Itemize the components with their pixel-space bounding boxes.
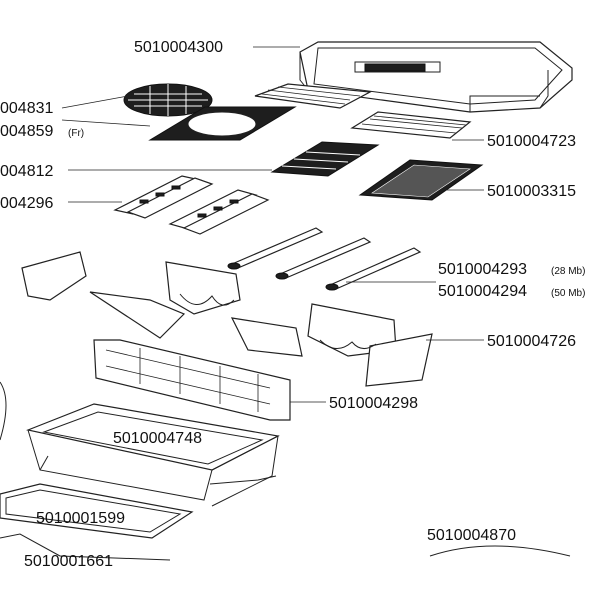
frame-part [25, 403, 280, 507]
flavorizer-bars-part [113, 175, 270, 235]
tray-part [0, 483, 194, 539]
callout-warming-rack: 5010004723 [487, 133, 576, 150]
callout-round-grate-alt: 004859 [0, 123, 53, 140]
side-cover-part [0, 381, 7, 441]
callout-frame: 5010004748 [113, 430, 202, 447]
ring-grate-part [148, 106, 297, 141]
callout-burner-50-note: (50 Mb) [551, 288, 585, 299]
griddle-part [358, 159, 484, 201]
callout-heat-shields: 5010004726 [487, 333, 576, 350]
burner-tubes-part [227, 227, 422, 291]
callout-flavorizer-bars: 004296 [0, 195, 53, 212]
callout-center-grate: 004812 [0, 163, 53, 180]
callout-cover-bottom: 5010004870 [427, 527, 516, 544]
bottom-tray-part [0, 533, 171, 561]
lid-part [299, 41, 573, 113]
callout-round-grate-alt-note: (Fr) [68, 128, 84, 139]
bottom-cover-part [429, 545, 571, 557]
callout-tray: 5010001599 [36, 510, 125, 527]
warming-rack-right [350, 111, 472, 139]
center-grate-part [270, 141, 380, 177]
callout-lid: 5010004300 [134, 39, 223, 56]
callout-burner-50: 5010004294 [438, 283, 527, 300]
warming-rack-left [254, 83, 373, 109]
callout-griddle: 5010003315 [487, 183, 576, 200]
heat-shields-part [21, 251, 433, 387]
round-grate-part [123, 83, 213, 117]
callout-cookbox: 5010004298 [329, 395, 418, 412]
callout-round-grate: 004831 [0, 100, 53, 117]
callout-burner-28-note: (28 Mb) [551, 266, 585, 277]
callout-burner-28: 5010004293 [438, 261, 527, 278]
cookbox-part [93, 339, 291, 421]
callout-tray-bottom: 5010001661 [24, 553, 113, 570]
